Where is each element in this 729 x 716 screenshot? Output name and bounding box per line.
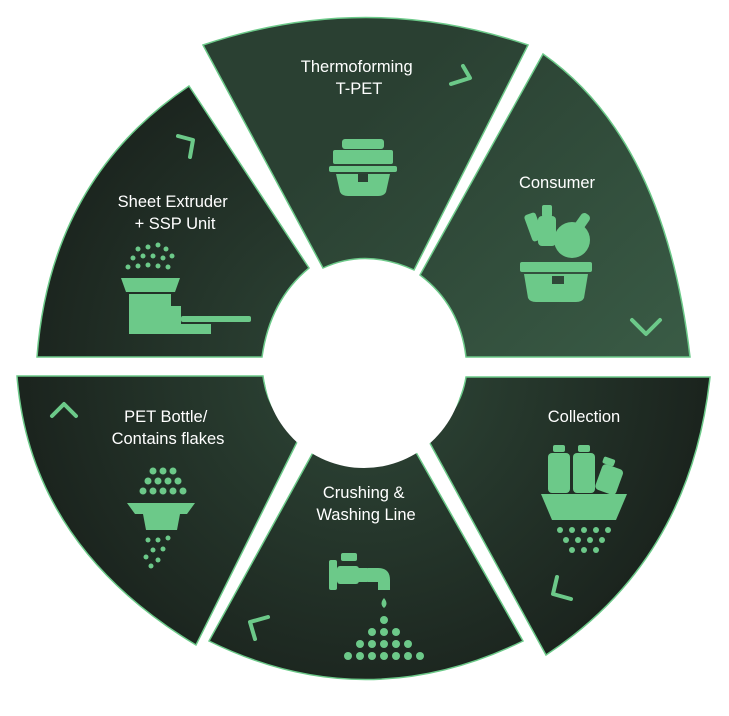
label-consumer: Consumer [519, 174, 596, 192]
chevron-left-icon [248, 615, 270, 641]
chevron-up-right-icon [176, 134, 195, 159]
label-crushing: Crushing & Washing Line [316, 484, 415, 524]
label-thermoforming: Thermoforming T-PET [301, 58, 417, 98]
chevron-down-left-icon [551, 575, 573, 601]
chevron-down-icon [630, 318, 662, 336]
bottle-collection-icon [541, 445, 627, 553]
label-collection: Collection [548, 408, 620, 426]
chevron-right-icon [449, 64, 472, 86]
extruder-icon [121, 242, 251, 334]
flakes-hopper-icon [127, 467, 195, 569]
label-sheet-extruder: Sheet Extruder + SSP Unit [118, 193, 233, 233]
label-pet-bottle: PET Bottle/ Contains flakes [112, 408, 225, 448]
segment-sheet-extruder [36, 84, 310, 358]
grocery-basket-icon [520, 205, 592, 302]
chevron-up-icon [50, 402, 78, 418]
food-container-icon [329, 139, 397, 196]
center-hub [264, 268, 464, 468]
segment-consumer [419, 52, 691, 358]
water-tap-icon [329, 553, 424, 660]
